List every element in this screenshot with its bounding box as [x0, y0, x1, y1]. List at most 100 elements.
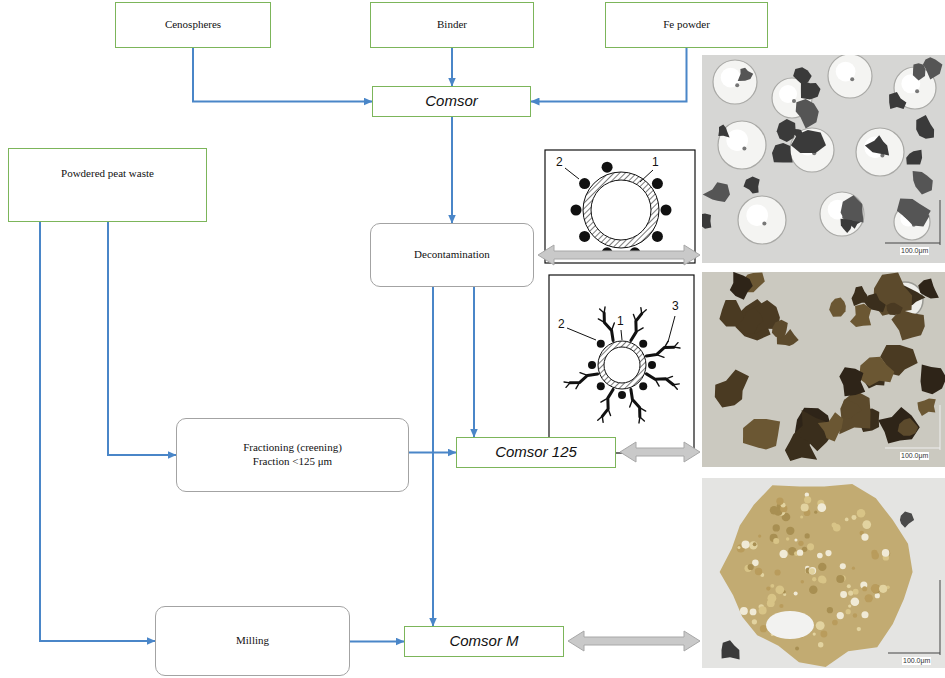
sphere-speck: [792, 99, 796, 103]
grain: [809, 567, 816, 574]
fibre-twig: [580, 373, 588, 376]
scale-bar: [885, 243, 940, 244]
fibre-twig: [636, 328, 643, 332]
grain: [794, 538, 797, 541]
sphere-speck: [742, 147, 746, 151]
grain: [845, 518, 849, 522]
iron-clump: [897, 198, 931, 222]
sphere: [790, 128, 834, 172]
grain: [840, 591, 847, 598]
grain: [809, 585, 818, 594]
iron-clump: [916, 115, 934, 139]
fibre-twig: [566, 383, 570, 388]
grain: [846, 609, 851, 614]
grain: [786, 527, 794, 535]
grain: [813, 632, 816, 635]
iron-clump: [923, 57, 943, 79]
iron-dot: [661, 205, 672, 216]
peat-particle: [842, 400, 862, 420]
grain: [773, 538, 779, 544]
fibre-twig: [598, 416, 603, 420]
input-box: Powdered peat waste: [8, 148, 207, 222]
grain: [861, 533, 868, 540]
fibre: [646, 374, 673, 385]
box-text: Fractioning (creening) Fraction <125 μm: [230, 441, 355, 469]
sphere-highlight: [779, 85, 797, 103]
iron-clump: [865, 135, 889, 155]
grain: [832, 522, 837, 527]
callout-number: 2: [556, 156, 563, 169]
grain: [853, 613, 857, 617]
scale-bar: [940, 580, 941, 655]
grain: [759, 606, 767, 614]
peat-particle: [852, 286, 870, 306]
product-box: Comsor 125: [456, 437, 616, 468]
leader-line: [567, 328, 596, 340]
grain: [872, 552, 879, 559]
sphere-highlight: [726, 129, 748, 151]
grain: [861, 611, 868, 618]
grain: [801, 580, 804, 583]
cenosphere-shell: [587, 176, 655, 244]
grain: [817, 553, 823, 559]
grain: [753, 542, 757, 546]
leader-line: [621, 330, 622, 340]
grain: [865, 594, 873, 602]
flow-arrow: [451, 48, 453, 86]
scale-label: 100.0μm: [902, 657, 931, 665]
fibre-twig: [576, 383, 579, 389]
grain: [752, 619, 757, 624]
flow-arrow: [432, 287, 434, 626]
peat-particle: [737, 308, 763, 334]
grain: [871, 584, 880, 593]
iron-clump: [889, 92, 906, 109]
iron-clump: [793, 67, 812, 84]
grain: [770, 584, 774, 588]
callout-number: 3: [672, 300, 679, 313]
grain: [848, 590, 853, 595]
grain: [837, 612, 844, 619]
composite-clump: [720, 484, 913, 667]
box-text: Decontamination: [414, 248, 490, 262]
peat-particle: [715, 370, 749, 408]
fibre-twig: [608, 409, 610, 416]
flow-arrow: [40, 222, 155, 641]
shell-outline: [604, 347, 640, 383]
sphere: [820, 192, 864, 236]
grain: [794, 591, 798, 595]
grain: [805, 533, 810, 538]
schematic-frame: [545, 150, 695, 263]
input-box: Fe powder: [605, 2, 768, 48]
sphere-speck: [915, 89, 919, 93]
flow-arrow: [451, 117, 453, 223]
fibre: [602, 389, 613, 416]
grain: [851, 515, 856, 520]
scale-label: 100.0μm: [900, 452, 929, 460]
peat-particle: [850, 304, 871, 327]
grain: [797, 549, 803, 555]
peat-particle: [829, 297, 846, 316]
iron-clump: [744, 176, 760, 193]
fibre-twig: [674, 343, 678, 348]
fibre-twig: [655, 379, 659, 386]
grain: [882, 549, 890, 557]
fibre: [631, 314, 642, 341]
box-text: Milling: [236, 634, 269, 648]
sphere: [718, 121, 766, 169]
grain: [755, 568, 762, 575]
grain: [814, 511, 817, 514]
peat-particle: [772, 320, 788, 339]
input-box: Cenospheres: [115, 2, 271, 48]
fibre-twig: [640, 308, 642, 314]
product-box: Comsor M: [404, 626, 564, 657]
grain: [798, 541, 803, 546]
flow-arrow: [473, 287, 475, 437]
fibre-twig: [642, 310, 647, 314]
box-text: Comsor M: [449, 632, 518, 651]
grain: [766, 586, 770, 590]
fibre-twig: [633, 315, 635, 322]
double-arrow: [568, 631, 700, 651]
grain: [801, 504, 809, 512]
iron-clump: [841, 195, 864, 222]
iron-dot: [597, 382, 605, 390]
